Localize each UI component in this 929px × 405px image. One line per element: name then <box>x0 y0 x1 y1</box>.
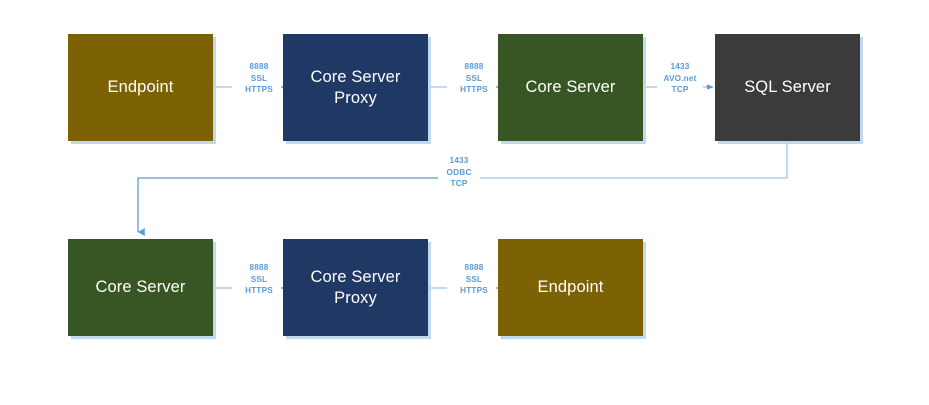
node-label: Endpoint <box>537 278 604 297</box>
node-label: Core Server Proxy <box>310 67 401 107</box>
node-label: Core Server Proxy <box>310 267 401 307</box>
connector-label-core-to-proxy-bottom: 8888 SSL HTTPS <box>245 263 273 296</box>
connector-label-proxy-to-core-top: 8888 SSL HTTPS <box>460 62 488 95</box>
node-core-server-proxy-top[interactable]: Core Server Proxy <box>283 34 428 141</box>
node-label: Core Server <box>95 278 186 297</box>
node-core-server-proxy-bottom[interactable]: Core Server Proxy <box>283 239 428 336</box>
node-core-server-bottom[interactable]: Core Server <box>68 239 213 336</box>
connector-label-sql-to-core-bottom: 1433 ODBC TCP <box>446 156 472 189</box>
connector-label-endpoint-to-proxy-top: 8888 SSL HTTPS <box>245 62 273 95</box>
connector-label-core-to-sql-top: 1433 AVO.net TCP <box>663 62 697 95</box>
node-label: SQL Server <box>744 78 831 97</box>
connector-label-proxy-to-endpoint-bottom: 8888 SSL HTTPS <box>460 263 488 296</box>
node-sql-server[interactable]: SQL Server <box>715 34 860 141</box>
node-label: Endpoint <box>107 78 174 97</box>
node-core-server-top[interactable]: Core Server <box>498 34 643 141</box>
node-endpoint-bottom[interactable]: Endpoint <box>498 239 643 336</box>
node-label: Core Server <box>525 78 616 97</box>
node-endpoint-top[interactable]: Endpoint <box>68 34 213 141</box>
